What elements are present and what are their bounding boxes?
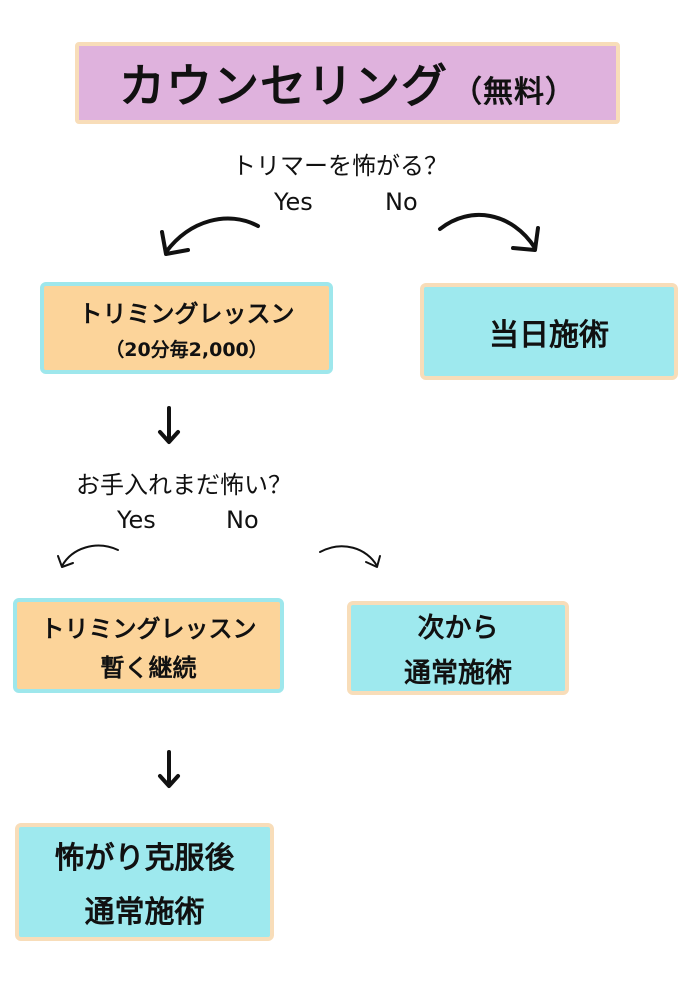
trimming-lesson-price: （20分毎2,000）: [105, 339, 268, 361]
after-overcome-line2: 通常施術: [84, 895, 205, 930]
after-overcome-box: 怖がり克服後 通常施術: [15, 823, 274, 941]
question-2-yes-label: Yes: [117, 506, 156, 534]
title-main-text: カウンセリング: [119, 59, 448, 113]
same-day-treatment-text: 当日施術: [489, 317, 609, 353]
curved-arrow-left-1-icon: [160, 216, 260, 256]
question-1-yes-label: Yes: [274, 188, 313, 216]
down-arrow-2-icon: [158, 750, 180, 788]
next-time-line2: 通常施術: [404, 658, 512, 689]
trimming-lesson-continue-title: トリミングレッスン: [40, 614, 257, 643]
next-time-normal-box: 次から 通常施術: [347, 601, 569, 695]
down-arrow-1-icon: [158, 406, 180, 444]
question-2: お手入れまだ怖い？: [76, 471, 292, 499]
title-text: カウンセリング（無料）: [119, 50, 576, 116]
trimming-lesson-box: トリミングレッスン （20分毎2,000）: [40, 282, 333, 374]
title-box: カウンセリング（無料）: [75, 42, 620, 124]
same-day-treatment-box: 当日施術: [420, 283, 678, 380]
trimming-lesson-title: トリミングレッスン: [78, 300, 295, 328]
curved-arrow-right-2-icon: [319, 545, 381, 568]
title-sub-text: （無料）: [452, 75, 576, 110]
trimming-lesson-continue-sub: 暫く継続: [100, 653, 197, 682]
curved-arrow-right-1-icon: [438, 213, 540, 252]
after-overcome-line1: 怖がり克服後: [54, 841, 235, 876]
curved-arrow-left-2-icon: [57, 544, 119, 568]
next-time-line1: 次から: [417, 613, 499, 644]
question-1: トリマーを怖がる？: [232, 152, 448, 180]
trimming-lesson-continue-box: トリミングレッスン 暫く継続: [13, 598, 284, 693]
question-1-no-label: No: [385, 188, 418, 216]
question-2-no-label: No: [226, 506, 259, 534]
